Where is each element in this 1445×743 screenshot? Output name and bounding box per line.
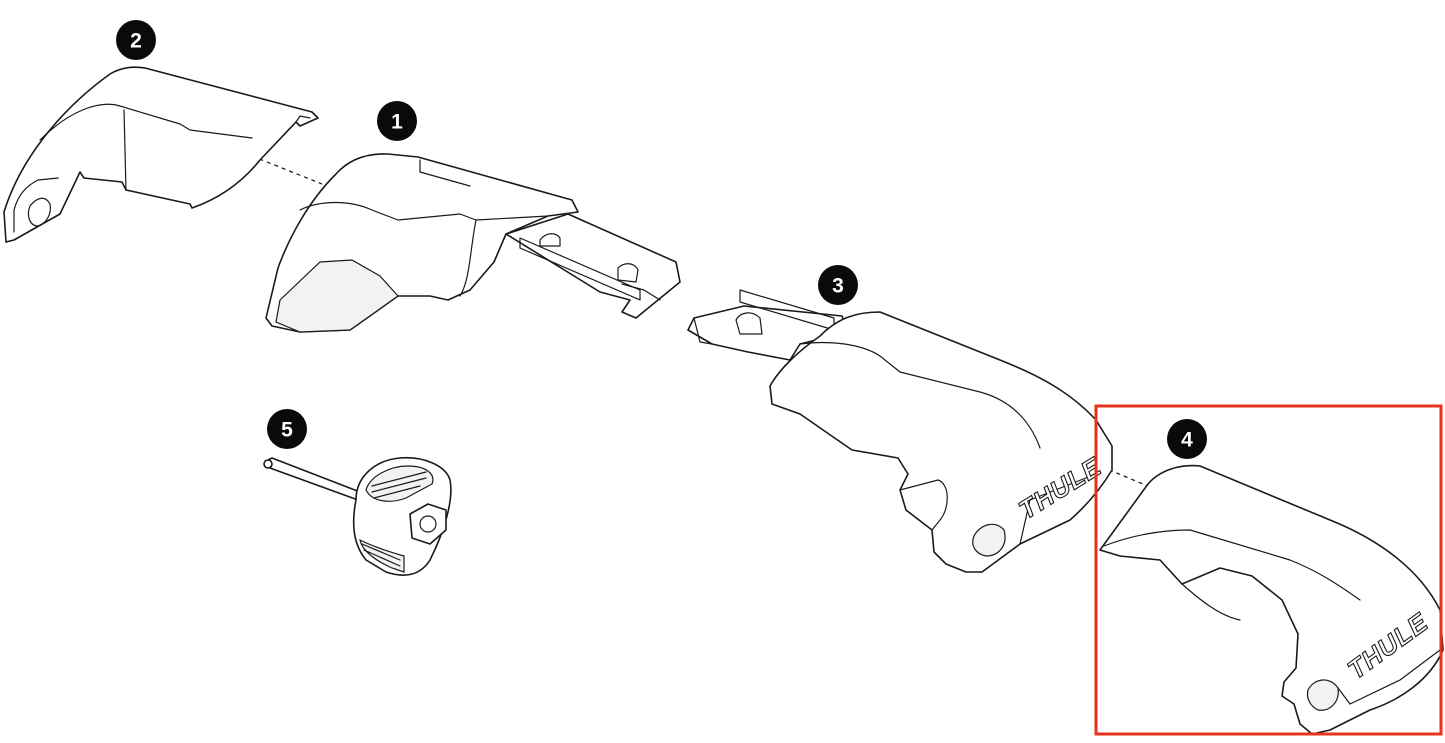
alignment-line-2-1: [251, 155, 323, 185]
badge-label-3: 3: [832, 275, 844, 298]
part-2-end-cap: [3, 66, 319, 243]
badge-label-4: 4: [1181, 429, 1193, 452]
part-3-foot: THULE: [687, 289, 1113, 573]
badge-part-5: 5: [267, 409, 307, 449]
badge-label-5: 5: [281, 419, 293, 442]
part-1-foot: [265, 153, 681, 333]
badge-part-1: 1: [377, 101, 417, 141]
badge-label-2: 2: [130, 30, 142, 53]
badge-part-4: 4: [1167, 419, 1207, 459]
badge-label-1: 1: [391, 111, 403, 134]
part-4-end-cap: THULE: [1099, 464, 1444, 735]
badge-part-3: 3: [818, 265, 858, 305]
highlight-box-part-4: [1094, 404, 1443, 736]
part-5-key: [263, 456, 452, 576]
badge-part-2: 2: [116, 20, 156, 60]
